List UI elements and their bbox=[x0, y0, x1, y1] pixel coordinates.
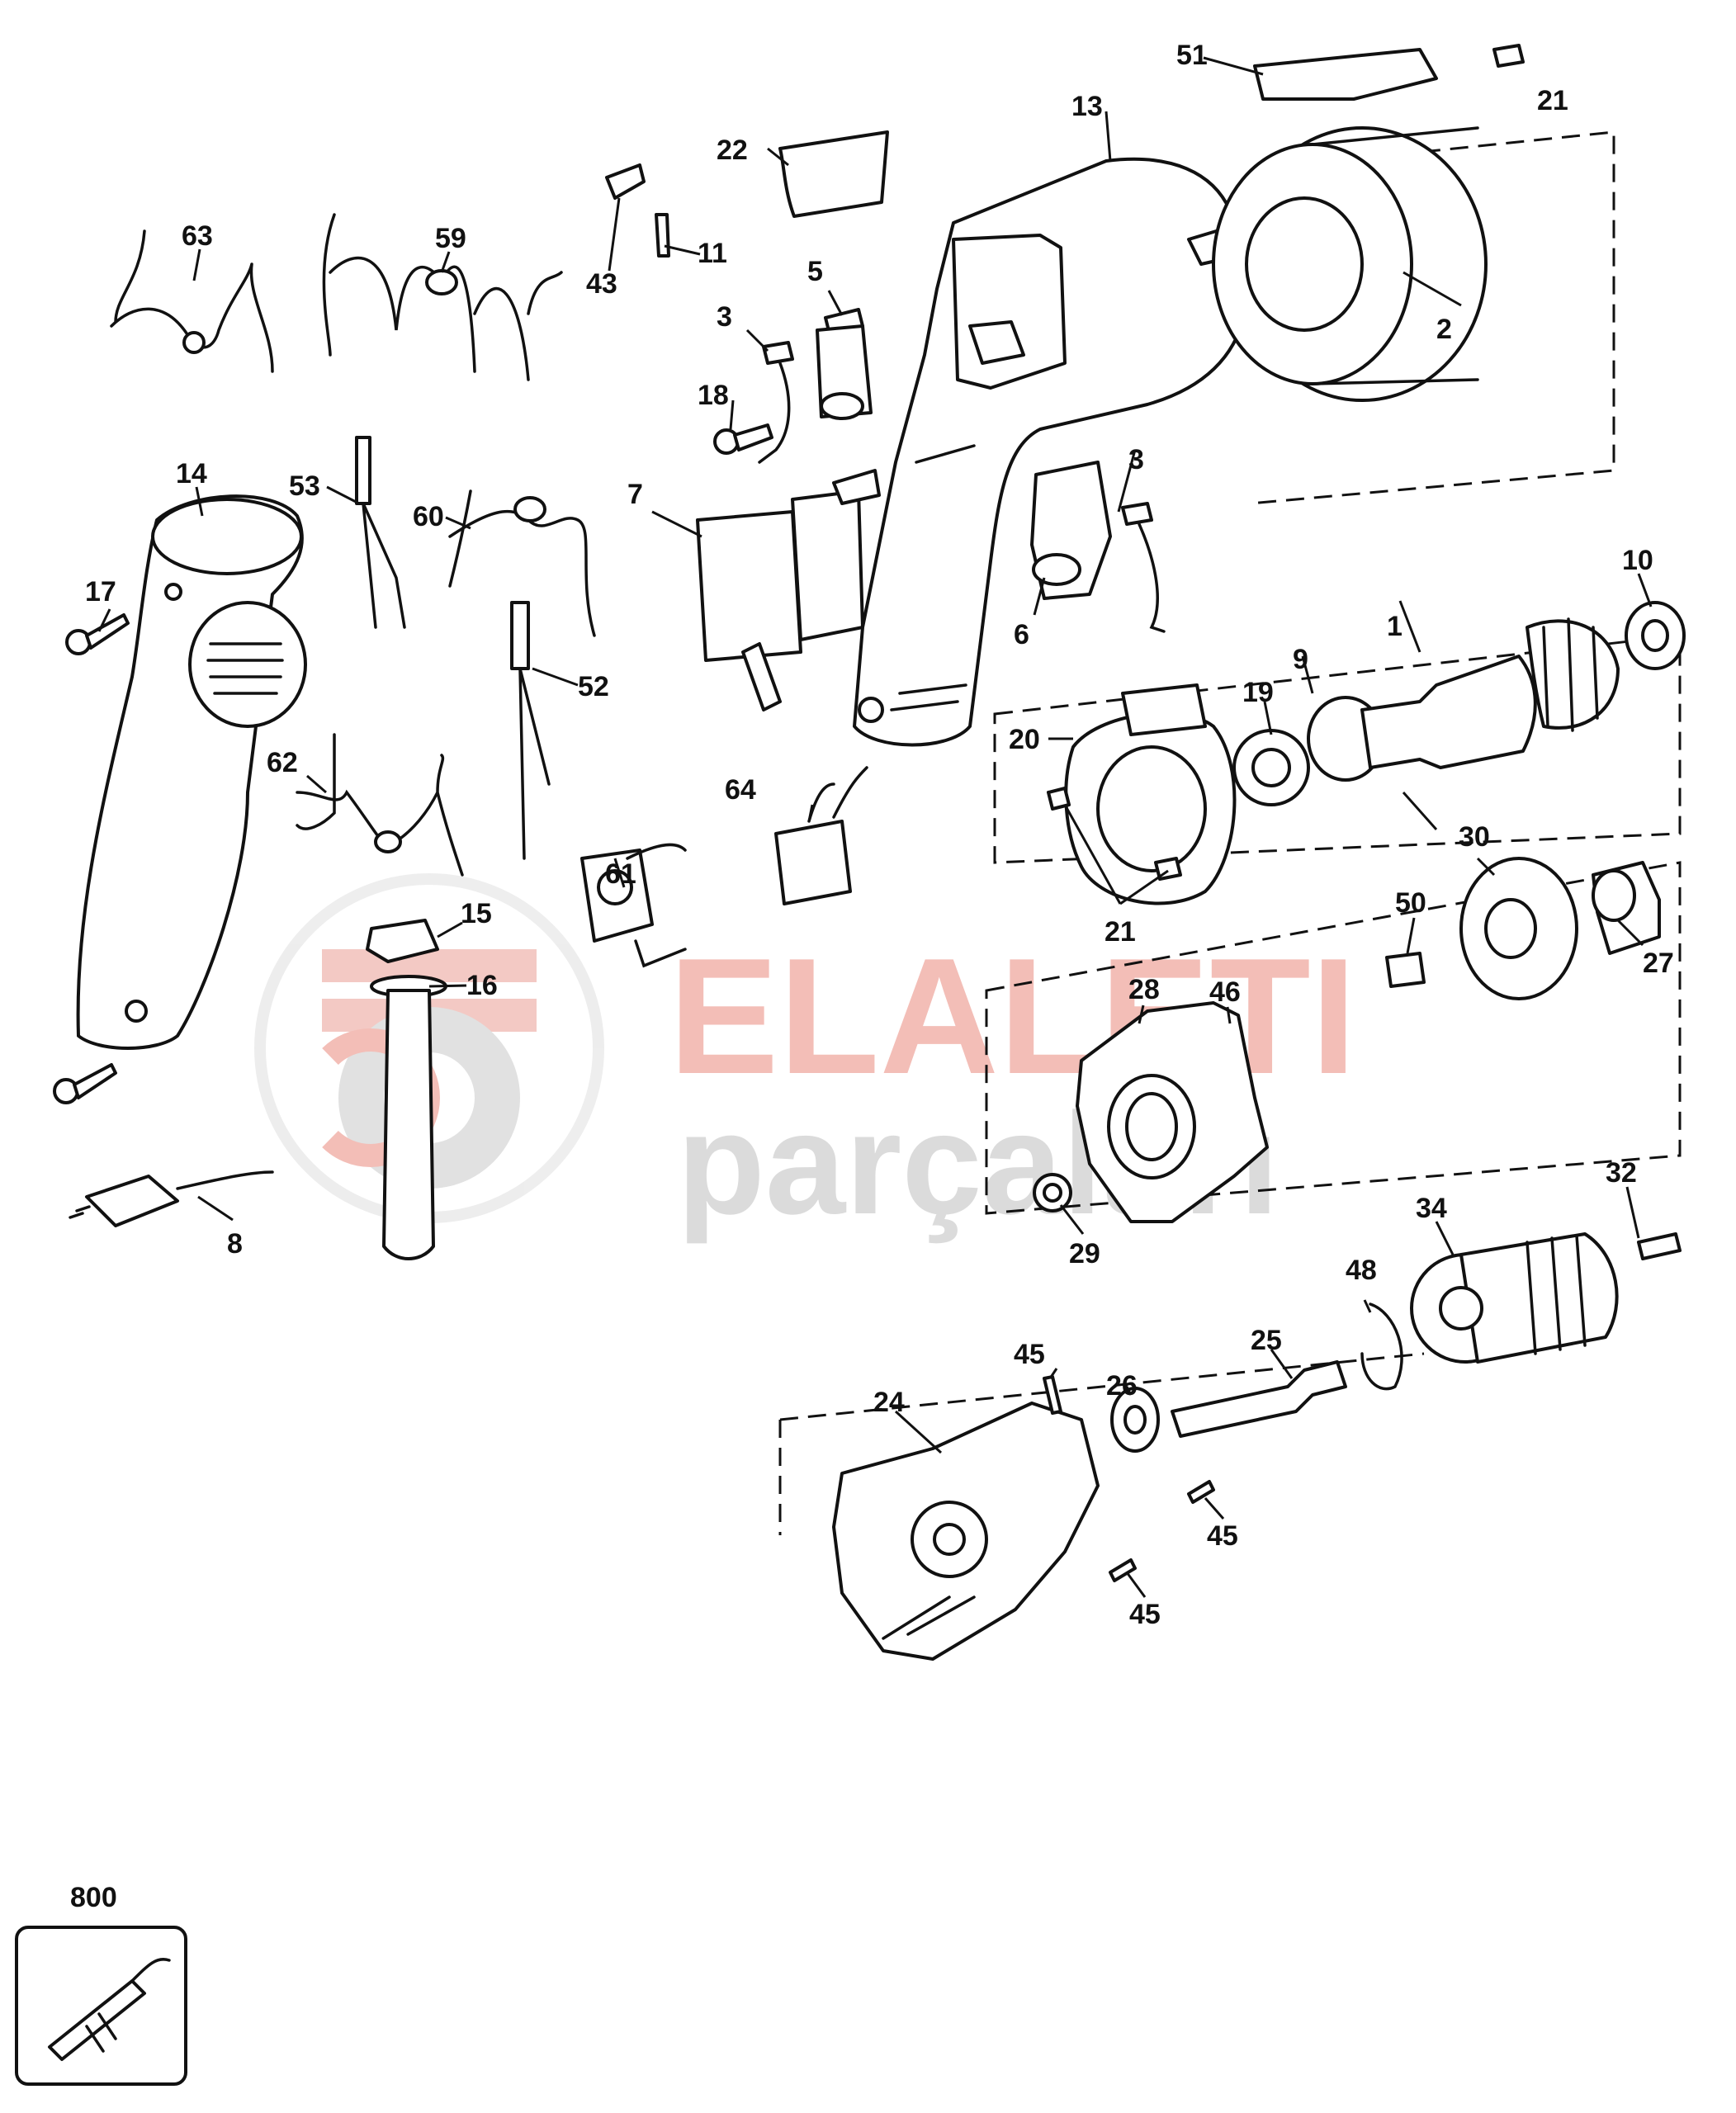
small-hardware-parts bbox=[605, 130, 889, 464]
callout-25: 25 bbox=[1251, 1325, 1282, 1356]
callout-14: 14 bbox=[176, 458, 207, 489]
callout-51: 51 bbox=[1176, 40, 1208, 71]
callout-32: 32 bbox=[1606, 1157, 1637, 1189]
motor-housing-part bbox=[853, 157, 1248, 747]
wire-harness-parts bbox=[110, 213, 596, 877]
callout-13: 13 bbox=[1071, 91, 1103, 122]
callout-21-ring: 21 bbox=[1105, 916, 1136, 948]
switch-part bbox=[696, 469, 881, 711]
callout-5: 5 bbox=[807, 256, 823, 287]
callout-45-middle: 45 bbox=[1207, 1520, 1238, 1552]
callout-10: 10 bbox=[1622, 545, 1653, 576]
callout-50: 50 bbox=[1395, 887, 1426, 919]
callout-59: 59 bbox=[435, 223, 466, 254]
callout-52: 52 bbox=[578, 671, 609, 702]
brush-holder-part bbox=[1030, 461, 1166, 633]
callout-53: 53 bbox=[289, 470, 320, 502]
callout-17: 17 bbox=[85, 576, 116, 607]
field-part bbox=[1212, 126, 1488, 402]
callout-48: 48 bbox=[1346, 1255, 1377, 1286]
watermark-brand: ELALETI bbox=[669, 924, 1356, 1108]
callout-3-right: 3 bbox=[1128, 444, 1144, 475]
callout-34: 34 bbox=[1416, 1193, 1447, 1224]
callout-6: 6 bbox=[1014, 619, 1029, 650]
callout-16: 16 bbox=[466, 970, 498, 1001]
callout-24: 24 bbox=[873, 1387, 905, 1418]
handle-housing-part bbox=[76, 494, 307, 1050]
gear-assembly-part bbox=[1385, 857, 1661, 1000]
callout-18: 18 bbox=[698, 380, 729, 411]
callout-45-top: 45 bbox=[1014, 1339, 1045, 1370]
power-cord-part bbox=[69, 1170, 274, 1227]
gear-case-part bbox=[1033, 1001, 1269, 1223]
callout-64: 64 bbox=[725, 774, 756, 806]
callout-30: 30 bbox=[1459, 821, 1490, 853]
nose-housing-part bbox=[832, 1402, 1100, 1661]
callout-43: 43 bbox=[586, 268, 617, 300]
capacitor-parts bbox=[580, 766, 868, 968]
callout-63: 63 bbox=[182, 220, 213, 252]
callout-15: 15 bbox=[461, 898, 492, 929]
handle-screw-part bbox=[53, 613, 130, 1104]
armature-part bbox=[1232, 601, 1686, 806]
callout-2: 2 bbox=[1436, 314, 1452, 345]
callout-9: 9 bbox=[1293, 644, 1308, 675]
brush-ring-part bbox=[1047, 683, 1237, 905]
callout-labels: 1 2 3 3 5 6 7 8 9 10 11 13 14 15 16 17 1… bbox=[70, 40, 1674, 1913]
callout-22: 22 bbox=[717, 135, 748, 166]
callout-21-top: 21 bbox=[1537, 85, 1568, 116]
callout-45-bottom: 45 bbox=[1129, 1599, 1161, 1630]
callout-46: 46 bbox=[1209, 976, 1241, 1008]
callout-19: 19 bbox=[1242, 677, 1274, 708]
callout-8: 8 bbox=[227, 1228, 243, 1260]
handle-insert-part bbox=[366, 919, 447, 1260]
spindle-chuck-parts bbox=[1043, 1232, 1682, 1582]
callout-800: 800 bbox=[70, 1882, 117, 1913]
callout-62: 62 bbox=[267, 747, 298, 778]
callout-1: 1 bbox=[1387, 611, 1403, 642]
callout-28: 28 bbox=[1128, 974, 1160, 1005]
callout-7: 7 bbox=[627, 479, 643, 510]
accessory-inset bbox=[15, 1926, 187, 2086]
leader-lines bbox=[97, 56, 1653, 1598]
assembly-outlines bbox=[778, 130, 1682, 1535]
callout-26: 26 bbox=[1106, 1370, 1138, 1402]
callout-3-upper: 3 bbox=[717, 301, 732, 333]
brush-plate-part bbox=[1253, 44, 1525, 101]
callout-60: 60 bbox=[413, 501, 444, 532]
callout-11: 11 bbox=[698, 238, 727, 269]
callout-29: 29 bbox=[1069, 1238, 1100, 1269]
callout-61: 61 bbox=[605, 858, 636, 890]
callout-27: 27 bbox=[1643, 948, 1674, 979]
callout-20: 20 bbox=[1009, 724, 1040, 755]
